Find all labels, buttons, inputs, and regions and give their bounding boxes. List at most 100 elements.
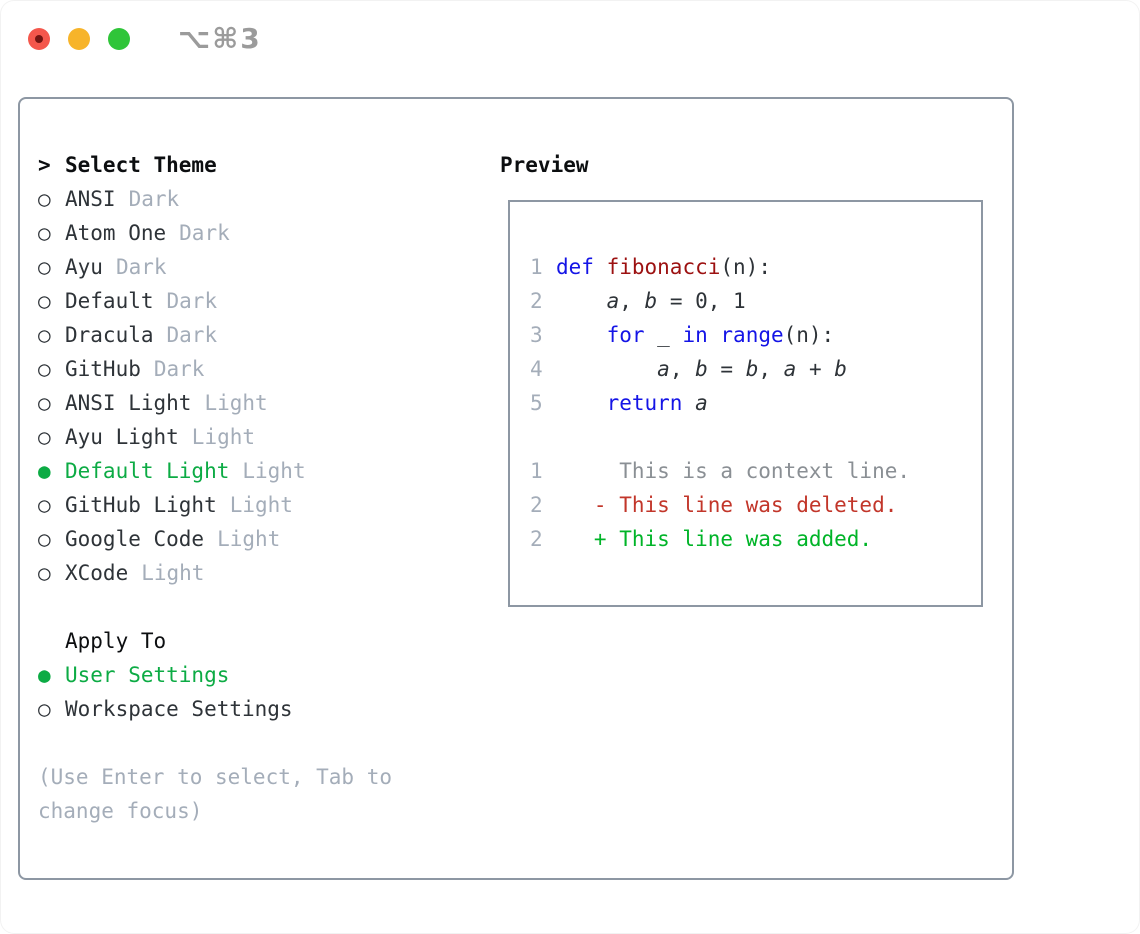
radio-icon: ○ (38, 289, 51, 313)
theme-variant: Dark (166, 323, 218, 347)
code-line: 5 return a (530, 386, 981, 420)
code-token: , (669, 357, 696, 381)
line-number: 2 (530, 289, 543, 313)
theme-name: GitHub Light (65, 493, 217, 517)
titlebar: ⌥⌘3 (28, 22, 262, 55)
line-number: 5 (530, 391, 543, 415)
code-token: b (644, 289, 658, 313)
apply-to-label: Apply To (65, 629, 167, 653)
window-title: ⌥⌘3 (178, 22, 262, 55)
preview-code: 1 def fibonacci(n): 2 a, b = 0, 1 3 for _ i… (530, 250, 981, 556)
hint-line-1: (Use Enter to select, Tab to (38, 765, 393, 789)
code-token (556, 391, 607, 415)
code-token: a (606, 289, 620, 313)
code-token: = (707, 357, 746, 381)
theme-option-ansi[interactable]: ○ ANSI Dark (38, 182, 306, 216)
code-token: def (556, 255, 594, 279)
line-number: 3 (530, 323, 543, 347)
theme-variant: Light (229, 493, 293, 517)
theme-name: Ayu Light (65, 425, 179, 449)
code-token: (n): (783, 323, 835, 347)
theme-name: Default Light (65, 459, 230, 483)
code-token: for (606, 323, 645, 347)
code-text: for _ in range(n): (556, 323, 835, 347)
code-line (530, 420, 981, 454)
code-token (708, 323, 721, 347)
radio-icon: ○ (38, 561, 51, 585)
radio-icon: ○ (38, 221, 51, 245)
code-line: 2 a, b = 0, 1 (530, 284, 981, 318)
diff-line-deleted: 2 - This line was deleted. (530, 488, 981, 522)
code-token: a (695, 391, 708, 415)
apply-option-name: User Settings (65, 663, 230, 687)
focus-caret-icon: > (38, 153, 51, 177)
code-line: 4 a, b = b, a + b (530, 352, 981, 386)
code-text: return a (556, 391, 708, 415)
code-token: a (657, 357, 670, 381)
code-token: range (720, 323, 784, 347)
theme-option-default[interactable]: ○ Default Dark (38, 284, 306, 318)
theme-name: Ayu (65, 255, 103, 279)
code-token: b (745, 357, 759, 381)
preview-title: Preview (500, 153, 589, 177)
theme-variant: Dark (166, 289, 218, 313)
code-token (556, 289, 607, 313)
diff-text: - This line was deleted. (556, 493, 898, 517)
theme-variant: Light (141, 561, 205, 585)
theme-variant: Dark (179, 221, 230, 245)
radio-icon: ○ (38, 425, 51, 449)
code-token: in (682, 323, 708, 347)
line-number: 1 (530, 255, 543, 279)
selected-radio-icon: ● (38, 663, 51, 687)
theme-name: GitHub (65, 357, 141, 381)
line-number: 4 (530, 357, 543, 381)
apply-section: Apply To ● User Settings ○ Workspace Settin… (38, 624, 293, 726)
radio-icon: ○ (38, 493, 51, 517)
minimize-button[interactable] (68, 28, 90, 50)
code-token: , (758, 357, 784, 381)
radio-icon: ○ (38, 391, 51, 415)
theme-variant: Light (217, 527, 281, 551)
theme-variant: Dark (128, 187, 180, 211)
radio-icon: ○ (38, 187, 51, 211)
code-token: + (796, 357, 835, 381)
code-token (556, 357, 657, 381)
apply-option-name: Workspace Settings (65, 697, 293, 721)
code-text: def fibonacci(n): (556, 255, 771, 279)
theme-name: Dracula (65, 323, 154, 347)
theme-option-github-light[interactable]: ○ GitHub Light Light (38, 488, 306, 522)
code-token: , (619, 289, 645, 313)
radio-icon: ○ (38, 255, 51, 279)
code-text: a, b = b, a + b (556, 357, 847, 381)
apply-option-workspace-settings[interactable]: ○ Workspace Settings (38, 692, 293, 726)
theme-variant: Dark (153, 357, 205, 381)
code-token: return (606, 391, 683, 415)
apply-option-user-settings[interactable]: ● User Settings (38, 658, 293, 692)
code-token (682, 391, 695, 415)
zoom-button[interactable] (108, 28, 130, 50)
code-token (556, 323, 607, 347)
select-theme-header: >Select Theme (38, 148, 306, 182)
line-number: 2 (530, 527, 543, 551)
theme-name: Default (65, 289, 154, 313)
code-token: (n): (720, 255, 771, 279)
line-number: 1 (530, 459, 543, 483)
radio-icon: ○ (38, 527, 51, 551)
line-number: 2 (530, 493, 543, 517)
preview-box: 1 def fibonacci(n): 2 a, b = 0, 1 3 for _ i… (508, 200, 983, 607)
theme-name: ANSI (65, 187, 116, 211)
radio-icon: ○ (38, 697, 51, 721)
close-button[interactable] (28, 28, 50, 50)
